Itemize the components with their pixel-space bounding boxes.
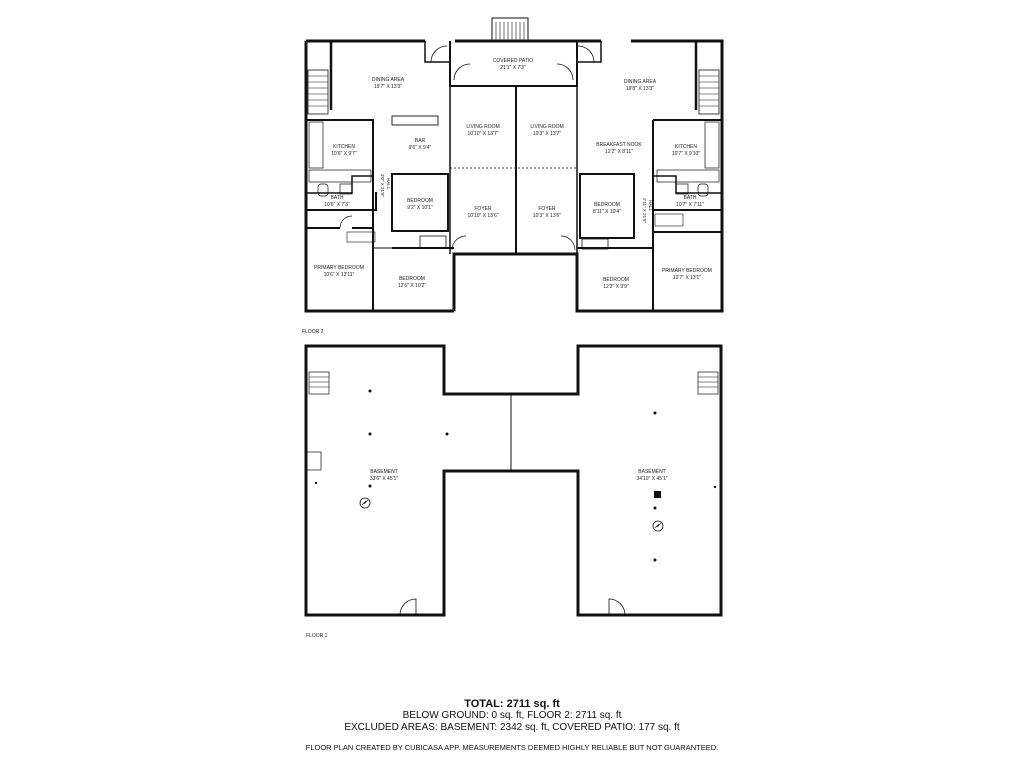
room-name-hall-right: HALL [648,200,653,212]
room-name-dining-left: DINING AREA [372,77,405,83]
room-name-kitchen-left: KITCHEN [333,144,355,150]
room-name-dining-right: DINING AREA [624,79,657,85]
room-name-living-right: LIVING ROOM [530,124,563,130]
room-name-foyer-right: FOYER [538,206,556,212]
room-size-breakfast-nook: 12'2" X 8'11" [605,149,633,155]
room-size-hall-right: 2'11" X 21'9" [642,198,647,223]
room-name-bedroom-low-right: BEDROOM [603,277,629,283]
floor-2-walls [304,17,724,313]
room-size-kitchen-left: 10'6" X 9'7" [331,151,357,157]
room-size-foyer-right: 10'3" X 13'6" [533,213,561,219]
floor-1-walls [304,344,723,617]
room-size-primary-right: 10'7" X 13'1" [673,275,701,281]
room-size-primary-left: 10'6" X 13'11" [324,272,355,278]
room-size-hall-left: 3'0" X 21'9" [380,174,385,197]
room-size-bath-left: 10'6" X 7'3" [324,202,350,208]
room-name-primary-left: PRIMARY BEDROOM [314,265,364,271]
room-size-living-right: 10'3" X 13'7" [533,131,561,137]
room-size-covered-patio: 21'1" X 7'3" [500,65,526,71]
room-name-bar: BAR [415,138,426,144]
room-size-foyer-left: 10'10" X 13'6" [467,213,498,219]
area-breakdown: BELOW GROUND: 0 sq. ft, FLOOR 2: 2711 sq… [402,710,622,721]
excluded-areas: EXCLUDED AREAS: BASEMENT: 2342 sq. ft, C… [344,722,680,733]
room-size-kitchen-right: 10'7" X 9'10" [672,151,700,157]
room-size-basement-left: 33'6" X 45'1" [370,476,398,482]
room-size-bedroom-mid-left: 9'2" X 10'1" [407,205,433,211]
floor-1-room-labels: BASEMENT 33'6" X 45'1" BASEMENT 34'10" X… [306,469,668,639]
room-size-dining-left: 19'7" X 13'3" [374,84,402,90]
room-name-bedroom-mid-left: BEDROOM [407,198,433,204]
room-name-primary-right: PRIMARY BEDROOM [662,268,712,274]
disclaimer: FLOOR PLAN CREATED BY CUBICASA APP. MEAS… [305,743,719,752]
room-name-covered-patio: COVERED PATIO [493,58,533,64]
room-name-bedroom-low-left: BEDROOM [399,276,425,282]
room-size-bedroom-low-left: 12'6" X 10'2" [398,283,426,289]
room-name-living-left: LIVING ROOM [466,124,499,130]
room-name-bath-right: BATH [684,195,697,201]
floor-2-room-labels: DINING AREA 19'7" X 13'3" COVERED PATIO … [302,58,712,335]
total-area: TOTAL: 2711 sq. ft [464,698,560,710]
floor-1-label: FLOOR 1 [306,633,328,639]
floor-1-fixtures [314,389,717,562]
room-name-bath-left: BATH [331,195,344,201]
room-name-kitchen-right: KITCHEN [675,144,697,150]
room-size-dining-right: 19'8" X 13'3" [626,86,654,92]
room-name-basement-right: BASEMENT [638,469,666,475]
floor-2-label: FLOOR 2 [302,329,324,335]
room-name-foyer-left: FOYER [474,206,492,212]
room-size-bedroom-mid-right: 8'11" X 10'4" [593,209,621,215]
room-size-bedroom-low-right: 12'2" X 9'9" [603,284,629,290]
room-name-basement-left: BASEMENT [370,469,398,475]
room-name-breakfast-nook: BREAKFAST NOOK [596,142,642,148]
room-size-basement-right: 34'10" X 45'1" [636,476,667,482]
room-size-bath-right: 10'7" X 7'11" [676,202,704,208]
room-size-bar: 9'6" X 9'4" [409,145,432,151]
room-name-hall-left: HALL [386,178,391,190]
room-size-living-left: 10'10" X 13'7" [467,131,498,137]
room-name-bedroom-mid-right: BEDROOM [594,202,620,208]
